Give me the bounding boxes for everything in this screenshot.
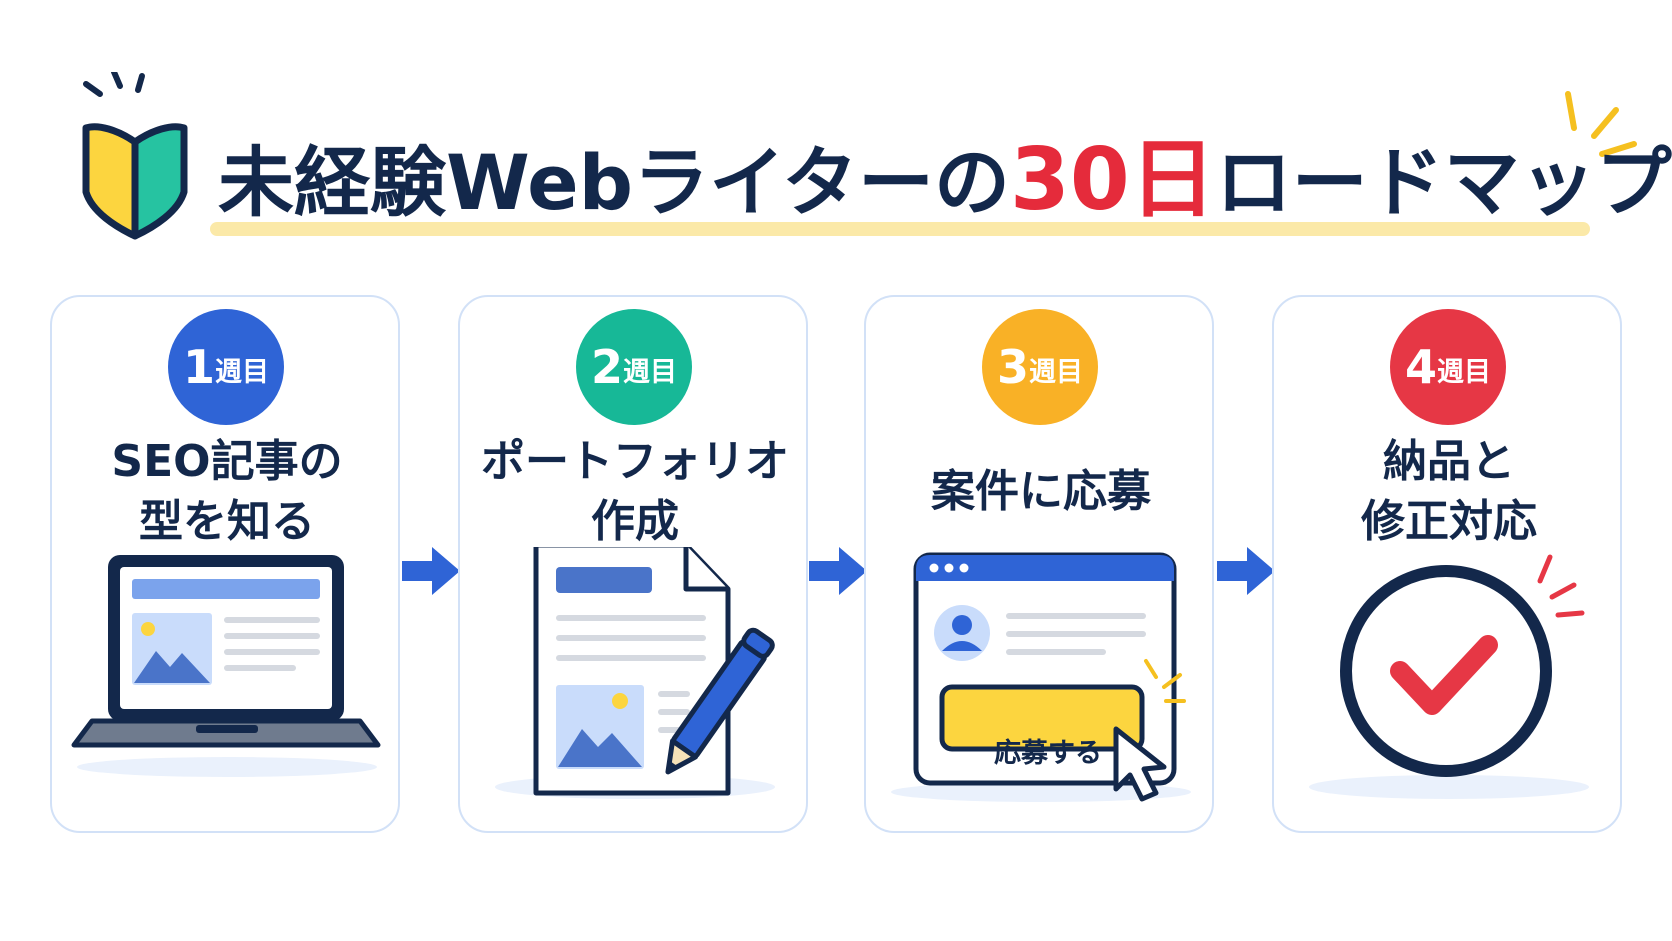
step-number: 3 <box>996 340 1029 394</box>
title-underline <box>210 222 1590 236</box>
title-suffix: ロードマップ <box>1215 138 1672 227</box>
checkmark-circle-icon <box>1309 554 1589 799</box>
step-unit: 週目 <box>623 356 677 388</box>
step-title: 納品と 修正対応 <box>1361 436 1537 547</box>
step-number: 4 <box>1404 340 1437 394</box>
beginner-mark-icon <box>82 72 188 240</box>
laptop-icon <box>71 555 381 777</box>
title-area: 未経験Webライターの30日ロードマップ <box>210 130 1672 245</box>
sparkle-icon <box>1565 91 1637 157</box>
step-title: SEO記事の 型を知る <box>111 436 343 547</box>
title-prefix: 未経験Webライターの <box>218 138 1011 227</box>
page-title: 未経験Webライターの30日ロードマップ <box>218 130 1672 233</box>
document-pencil-icon <box>495 547 775 799</box>
step-number: 2 <box>590 340 623 394</box>
arrow-right-icon <box>809 547 867 595</box>
arrow-right-icon <box>402 547 460 595</box>
header: 未経験Webライターの30日ロードマップ <box>0 0 1672 260</box>
title-accent: 30日 <box>1010 130 1216 230</box>
step-title: ポートフォリオ 作成 <box>481 436 789 547</box>
step-number: 1 <box>182 340 215 394</box>
step-unit: 週目 <box>1437 356 1491 388</box>
apply-button: 応募する <box>994 737 1102 769</box>
step-title: 案件に応募 <box>931 466 1151 517</box>
step-unit: 週目 <box>215 356 269 388</box>
arrow-right-icon <box>1217 547 1275 595</box>
browser-apply-icon <box>891 552 1191 802</box>
step-unit: 週目 <box>1029 356 1083 388</box>
